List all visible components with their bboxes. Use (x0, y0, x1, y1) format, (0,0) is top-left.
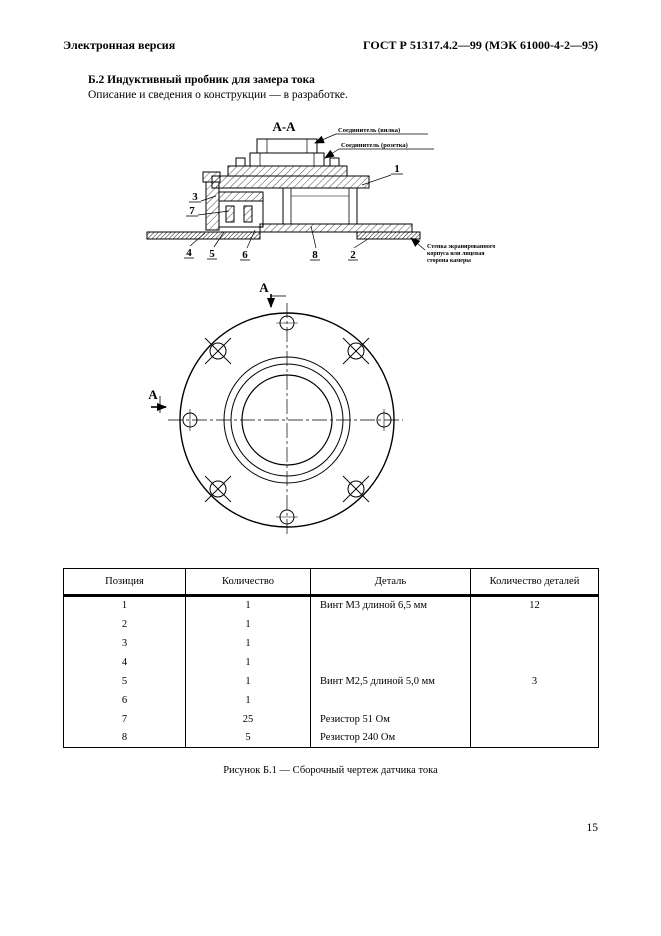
cell-detail: Винт М2,5 длиной 5,0 мм (310, 671, 471, 691)
cell-position: 2 (63, 614, 186, 634)
cell-quantity: 1 (185, 690, 311, 710)
part-label-4: 4 (186, 247, 192, 259)
cell-detail (310, 633, 471, 653)
table-row: 1 1 Винт М3 длиной 6,5 мм 12 (63, 595, 599, 615)
wall-note-line1: Стенка экранированного (427, 244, 495, 250)
part-label-6: 6 (242, 249, 248, 261)
col-header-parts-count: Количество деталей (470, 568, 599, 597)
figure-caption: Рисунок Б.1 — Сборочный чертеж датчика т… (223, 765, 438, 776)
part-label-1: 1 (394, 163, 400, 175)
col-header-quantity: Количество (185, 568, 311, 597)
table-row: 6 1 (63, 690, 599, 710)
wall-note-line2: корпуса или лицевая (427, 251, 485, 257)
cell-detail (310, 690, 471, 710)
cell-position: 4 (63, 652, 186, 672)
cell-parts-count (470, 633, 599, 653)
part-label-2: 2 (350, 249, 356, 261)
part-label-7: 7 (189, 205, 195, 217)
cell-position: 1 (63, 595, 186, 615)
cell-parts-count: 12 (470, 595, 599, 615)
cell-quantity: 1 (185, 633, 311, 653)
header-right: ГОСТ Р 51317.4.2—99 (МЭК 61000-4-2—95) (363, 38, 598, 52)
cell-position: 7 (63, 709, 186, 729)
page-number: 15 (586, 822, 599, 834)
cell-position: 3 (63, 633, 186, 653)
flange-view: А А (148, 280, 403, 534)
cell-parts-count (470, 728, 599, 748)
table-row: 7 25 Резистор 51 Ом (63, 709, 599, 729)
wall-note-line3: сторона камеры (427, 258, 471, 264)
table-row: 5 1 Винт М2,5 длиной 5,0 мм 3 (63, 671, 599, 691)
table-header-row: Позиция Количество Деталь Количество дет… (63, 568, 599, 597)
cell-quantity: 1 (185, 652, 311, 672)
parts-table: Позиция Количество Деталь Количество дет… (63, 568, 599, 748)
cell-position: 5 (63, 671, 186, 691)
section-marker-left: А (148, 387, 158, 402)
cell-quantity: 1 (185, 595, 311, 615)
section-heading: Б.2 Индуктивный пробник для замера тока (88, 74, 315, 86)
cell-detail: Винт М3 длиной 6,5 мм (310, 595, 471, 615)
table-row: 2 1 (63, 614, 599, 634)
col-header-detail: Деталь (310, 568, 471, 597)
part-label-3: 3 (192, 191, 198, 203)
cell-position: 8 (63, 728, 186, 748)
section-marker-top: А (259, 280, 269, 295)
table-row: 8 5 Резистор 240 Ом (63, 728, 599, 748)
table-row: 3 1 (63, 633, 599, 653)
cell-detail: Резистор 240 Ом (310, 728, 471, 748)
part-label-8: 8 (312, 249, 318, 261)
cell-parts-count (470, 690, 599, 710)
section-view-label: А-А (272, 119, 296, 134)
assembly-drawing: А-А (146, 119, 495, 534)
cell-detail (310, 614, 471, 634)
connector-socket-label: Соединитель (розетка) (341, 142, 408, 149)
cell-position: 6 (63, 690, 186, 710)
cell-quantity: 25 (185, 709, 311, 729)
cell-quantity: 1 (185, 614, 311, 634)
section-body-text: Описание и сведения о конструкции — в ра… (88, 89, 348, 101)
cell-quantity: 1 (185, 671, 311, 691)
cell-quantity: 5 (185, 728, 311, 748)
table-row: 4 1 (63, 652, 599, 672)
cell-parts-count (470, 709, 599, 729)
cell-detail: Резистор 51 Ом (310, 709, 471, 729)
cell-parts-count (470, 614, 599, 634)
part-label-5: 5 (209, 248, 215, 260)
header-left: Электронная версия (63, 38, 176, 52)
connector-plug-label: Соединитель (вилка) (338, 127, 400, 134)
cell-parts-count (470, 652, 599, 672)
cell-detail (310, 652, 471, 672)
cell-parts-count: 3 (470, 671, 599, 691)
col-header-position: Позиция (63, 568, 186, 597)
cross-section-view: А-А (146, 119, 495, 264)
